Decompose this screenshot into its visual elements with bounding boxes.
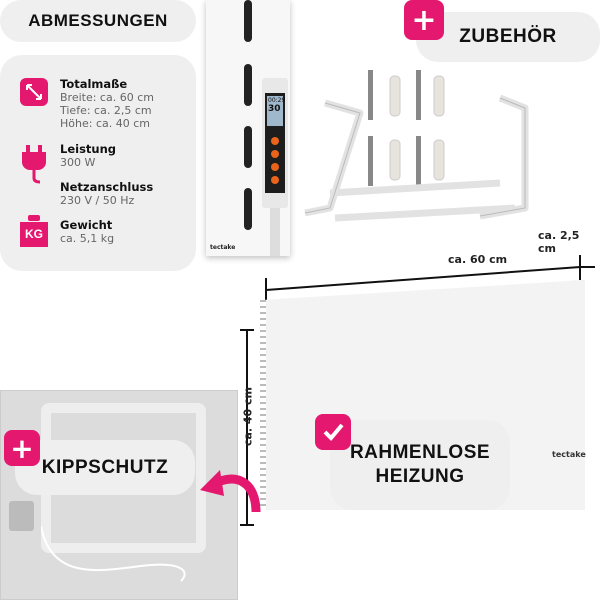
frameless-heating-label: RAHMENLOSE HEIZUNG: [330, 420, 510, 510]
cable: [270, 208, 280, 256]
plus-icon: +: [404, 0, 444, 40]
accessories-image: [304, 70, 529, 222]
power-button[interactable]: [271, 176, 279, 184]
tilt-protection-label: KIPPSCHUTZ: [15, 440, 195, 495]
heater-back-view: [0, 390, 238, 600]
mode-button[interactable]: [271, 163, 279, 171]
checkmark-icon: [315, 414, 351, 450]
minus-button[interactable]: [271, 150, 279, 158]
curved-arrow-icon: [200, 470, 261, 513]
plus-button[interactable]: [271, 137, 279, 145]
frameless-line-1: RAHMENLOSE: [349, 442, 491, 463]
width-label: ca. 60 cm: [448, 253, 508, 266]
accessories-title: ZUBEHÖR: [416, 12, 600, 62]
brand-logo: tectake: [552, 450, 586, 459]
dimension-lines: [240, 255, 595, 526]
height-label: ca. 40 cm: [241, 386, 255, 447]
dimensions-title: ABMESSUNGEN: [0, 0, 196, 42]
plus-icon: +: [4, 430, 40, 466]
depth-label: ca. 2,5 cm: [538, 229, 580, 255]
weight-kg-icon: KG: [20, 215, 48, 247]
panel-edge: [260, 300, 266, 510]
brand-logo: tectake: [210, 244, 236, 251]
frameless-line-2: HEIZUNG: [375, 466, 465, 487]
power-box: [9, 501, 34, 531]
plug-icon: [20, 145, 48, 185]
arrows-diagonal-icon: [20, 78, 48, 106]
